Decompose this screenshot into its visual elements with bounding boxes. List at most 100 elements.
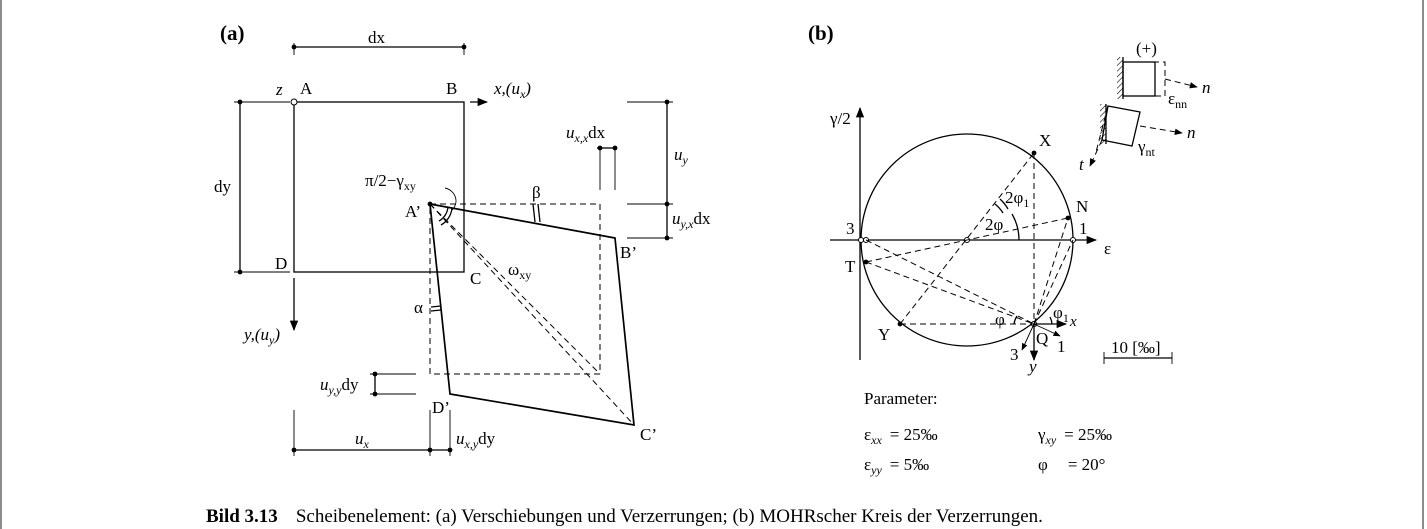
q-x-label: x bbox=[1069, 314, 1077, 330]
inset-t-arrow bbox=[1089, 139, 1103, 167]
ux-label: ux bbox=[355, 429, 370, 451]
angle-arc-outer bbox=[440, 207, 453, 226]
point-T-label: T bbox=[845, 257, 856, 276]
point-B-label: B bbox=[446, 79, 457, 98]
phi1-label: φ1 bbox=[1053, 303, 1069, 325]
phi-label: φ bbox=[995, 310, 1005, 329]
point-A2-dot bbox=[427, 201, 433, 207]
angle-leader bbox=[444, 187, 457, 211]
parameters-title: Parameter: bbox=[864, 389, 938, 408]
uyx-label: uy,xdx bbox=[672, 209, 711, 231]
inset-element-2 bbox=[1101, 105, 1141, 147]
uyy-dot-top bbox=[372, 371, 378, 377]
point-A-label: A bbox=[300, 79, 313, 98]
beta-arc bbox=[532, 203, 536, 223]
inset-element-1-stretched bbox=[1122, 61, 1166, 97]
inset-element-2-shear bbox=[1095, 105, 1109, 153]
uxx-dot-right bbox=[612, 145, 618, 151]
angle-label: π/2−γxy bbox=[365, 171, 416, 193]
line-Q-1 bbox=[1033, 239, 1074, 325]
uy-dot-top bbox=[664, 99, 670, 105]
y-axis-label: y,(uy) bbox=[242, 325, 280, 347]
ux-dot-right bbox=[427, 447, 433, 453]
panel-a-label: (a) bbox=[220, 21, 245, 45]
dx-dot-left bbox=[291, 44, 297, 50]
q-1-label: 1 bbox=[1057, 337, 1066, 356]
z-label: z bbox=[275, 80, 283, 99]
line-Q-3 bbox=[865, 239, 1035, 325]
two-phi-arc bbox=[1011, 213, 1020, 241]
q-y-label: y bbox=[1027, 357, 1037, 376]
panel-b-label: (b) bbox=[808, 21, 834, 45]
inset-n1-label: n bbox=[1202, 78, 1211, 97]
two-phi1-arc-a bbox=[994, 203, 1004, 214]
gamma-axis-label: γ/2 bbox=[829, 109, 851, 128]
caption-text: Scheibenelement: (a) Verschiebungen und … bbox=[296, 506, 1043, 527]
point-D2-label: D’ bbox=[432, 398, 450, 417]
inset-support-2 bbox=[1100, 104, 1106, 144]
origin-marker bbox=[290, 98, 298, 106]
uyy-dot-bottom bbox=[372, 391, 378, 397]
inset-n2-arrow bbox=[1139, 125, 1183, 135]
inset-plus-label: (+) bbox=[1136, 39, 1157, 58]
diameter-XY bbox=[899, 152, 1035, 325]
uyx-dot bbox=[664, 235, 670, 241]
ux-dot-left bbox=[291, 447, 297, 453]
uxy-label: ux,ydy bbox=[456, 429, 496, 451]
param-exx: εxx= 25‰ bbox=[864, 425, 938, 447]
dy-dot-bottom bbox=[237, 269, 243, 275]
epsilon-axis-label: ε bbox=[1104, 239, 1111, 258]
omega-label: ωxy bbox=[508, 260, 531, 282]
parameters: Parameter: εxx= 25‰ εyy= 5‰ γxy= 25‰ φ= … bbox=[864, 389, 1112, 477]
two-phi1-label: 2φ1 bbox=[1005, 188, 1029, 210]
principal-1-label: 1 bbox=[1079, 219, 1088, 238]
dx-dot-right bbox=[461, 44, 467, 50]
beta-label: β bbox=[532, 183, 541, 202]
inset-gamma-nt-label: γnt bbox=[1137, 137, 1156, 159]
uyy-label: uy,ydy bbox=[320, 375, 359, 397]
phi-arc bbox=[1013, 315, 1018, 325]
uy-label: uy bbox=[674, 145, 689, 167]
alpha-arc-2 bbox=[430, 309, 442, 312]
translated-element bbox=[429, 203, 601, 375]
point-C2-label: C’ bbox=[640, 425, 657, 444]
angle-arc bbox=[438, 206, 449, 222]
strain-inset: (+) n εnn n t γnt bbox=[1079, 39, 1211, 174]
inset-t-label: t bbox=[1079, 155, 1085, 174]
panel-b: (b) γ/2 ε 1 3 X Y N T Q bbox=[808, 21, 1211, 477]
uxx-label: ux,xdx bbox=[566, 123, 606, 145]
q-3-arrow bbox=[1021, 323, 1035, 351]
diagonal-translated bbox=[429, 203, 601, 375]
two-phi1-arc-b bbox=[999, 198, 1009, 210]
param-phi: φ= 20° bbox=[1038, 455, 1105, 474]
point-N-label: N bbox=[1076, 197, 1088, 216]
uxx-dot-left bbox=[597, 145, 603, 151]
diagonal-deformed bbox=[429, 203, 635, 426]
figure-caption: Bild 3.13 Scheibenelement: (a) Verschiebu… bbox=[206, 506, 1043, 527]
x-axis-label: x,(ux) bbox=[493, 79, 531, 101]
dy-label: dy bbox=[214, 177, 232, 196]
point-D-label: D bbox=[275, 254, 287, 273]
inset-n2-label: n bbox=[1187, 123, 1196, 142]
uxy-dot-right bbox=[447, 447, 453, 453]
original-element bbox=[293, 101, 465, 273]
principal-3-marker-a bbox=[858, 237, 864, 243]
inset-n1-arrow bbox=[1164, 78, 1198, 89]
param-eyy: εyy= 5‰ bbox=[864, 455, 929, 477]
dy-dot-top bbox=[237, 99, 243, 105]
caption-number: Bild 3.13 bbox=[206, 506, 278, 527]
param-gxy: γxy= 25‰ bbox=[1037, 425, 1112, 447]
phi1-arc bbox=[1049, 316, 1053, 325]
point-B2-label: B’ bbox=[620, 243, 637, 262]
point-C-label: C bbox=[470, 269, 481, 288]
beta-arc-2 bbox=[537, 203, 541, 223]
dx-label: dx bbox=[368, 28, 386, 47]
scale-bar-label: 10 [‰] bbox=[1111, 338, 1161, 357]
principal-3-label: 3 bbox=[846, 219, 855, 238]
alpha-label: α bbox=[414, 298, 423, 317]
line-Q-N bbox=[1033, 217, 1069, 325]
point-A2-label: A’ bbox=[405, 202, 421, 221]
inset-eps-nn-label: εnn bbox=[1168, 89, 1187, 111]
pole-Q-label: Q bbox=[1036, 329, 1048, 348]
